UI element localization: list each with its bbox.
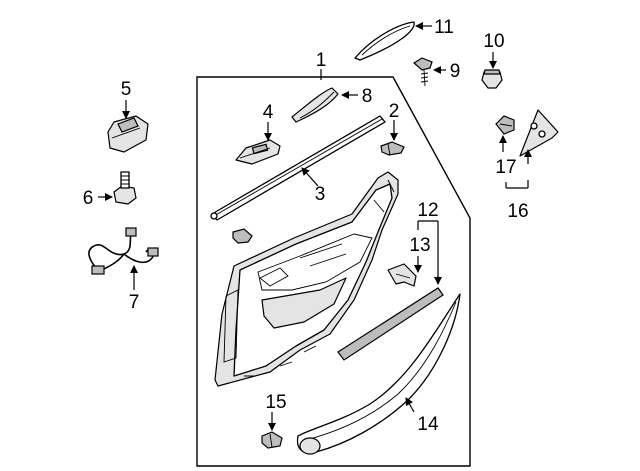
callout-13: 13 bbox=[409, 235, 430, 256]
callout-7: 7 bbox=[129, 292, 140, 313]
leader-16 bbox=[505, 180, 529, 189]
bolt-part bbox=[113, 171, 137, 205]
callout-14: 14 bbox=[417, 414, 439, 435]
handle-bracket-part bbox=[387, 263, 417, 287]
sill-garnish-part bbox=[296, 293, 461, 455]
callout-16: 16 bbox=[507, 201, 528, 222]
callout-15: 15 bbox=[265, 392, 286, 413]
screw-part bbox=[412, 57, 433, 87]
leader-3 bbox=[301, 167, 319, 187]
callout-8: 8 bbox=[362, 86, 373, 107]
callout-5: 5 bbox=[121, 79, 132, 100]
callout-4: 4 bbox=[263, 102, 274, 123]
trim-clip-part bbox=[380, 141, 405, 156]
leader-12 bbox=[417, 220, 439, 284]
switch-housing-part bbox=[107, 115, 149, 153]
lower-clip-part bbox=[261, 431, 283, 449]
callout-9: 9 bbox=[450, 61, 461, 82]
callout-3: 3 bbox=[315, 184, 326, 205]
corner-clip-part bbox=[495, 115, 515, 135]
assembly-frame bbox=[196, 76, 471, 467]
callout-6: 6 bbox=[83, 188, 94, 209]
leader-14 bbox=[405, 397, 415, 413]
callout-1: 1 bbox=[316, 50, 327, 71]
callout-12: 12 bbox=[417, 200, 438, 221]
door-trim-panel-part bbox=[214, 171, 399, 387]
lower-trim-strip-part bbox=[337, 287, 444, 361]
upper-garnish-strip-part bbox=[354, 21, 415, 61]
callout-17: 17 bbox=[495, 157, 516, 178]
wiring-harness-part bbox=[88, 227, 159, 275]
push-nut-part bbox=[481, 69, 503, 89]
corner-trim-piece-part bbox=[519, 109, 559, 157]
callout-11: 11 bbox=[434, 17, 454, 38]
panel-clip bbox=[232, 228, 253, 244]
callout-10: 10 bbox=[483, 31, 504, 52]
belt-trim-piece-part bbox=[291, 87, 339, 123]
callout-2: 2 bbox=[389, 101, 400, 122]
